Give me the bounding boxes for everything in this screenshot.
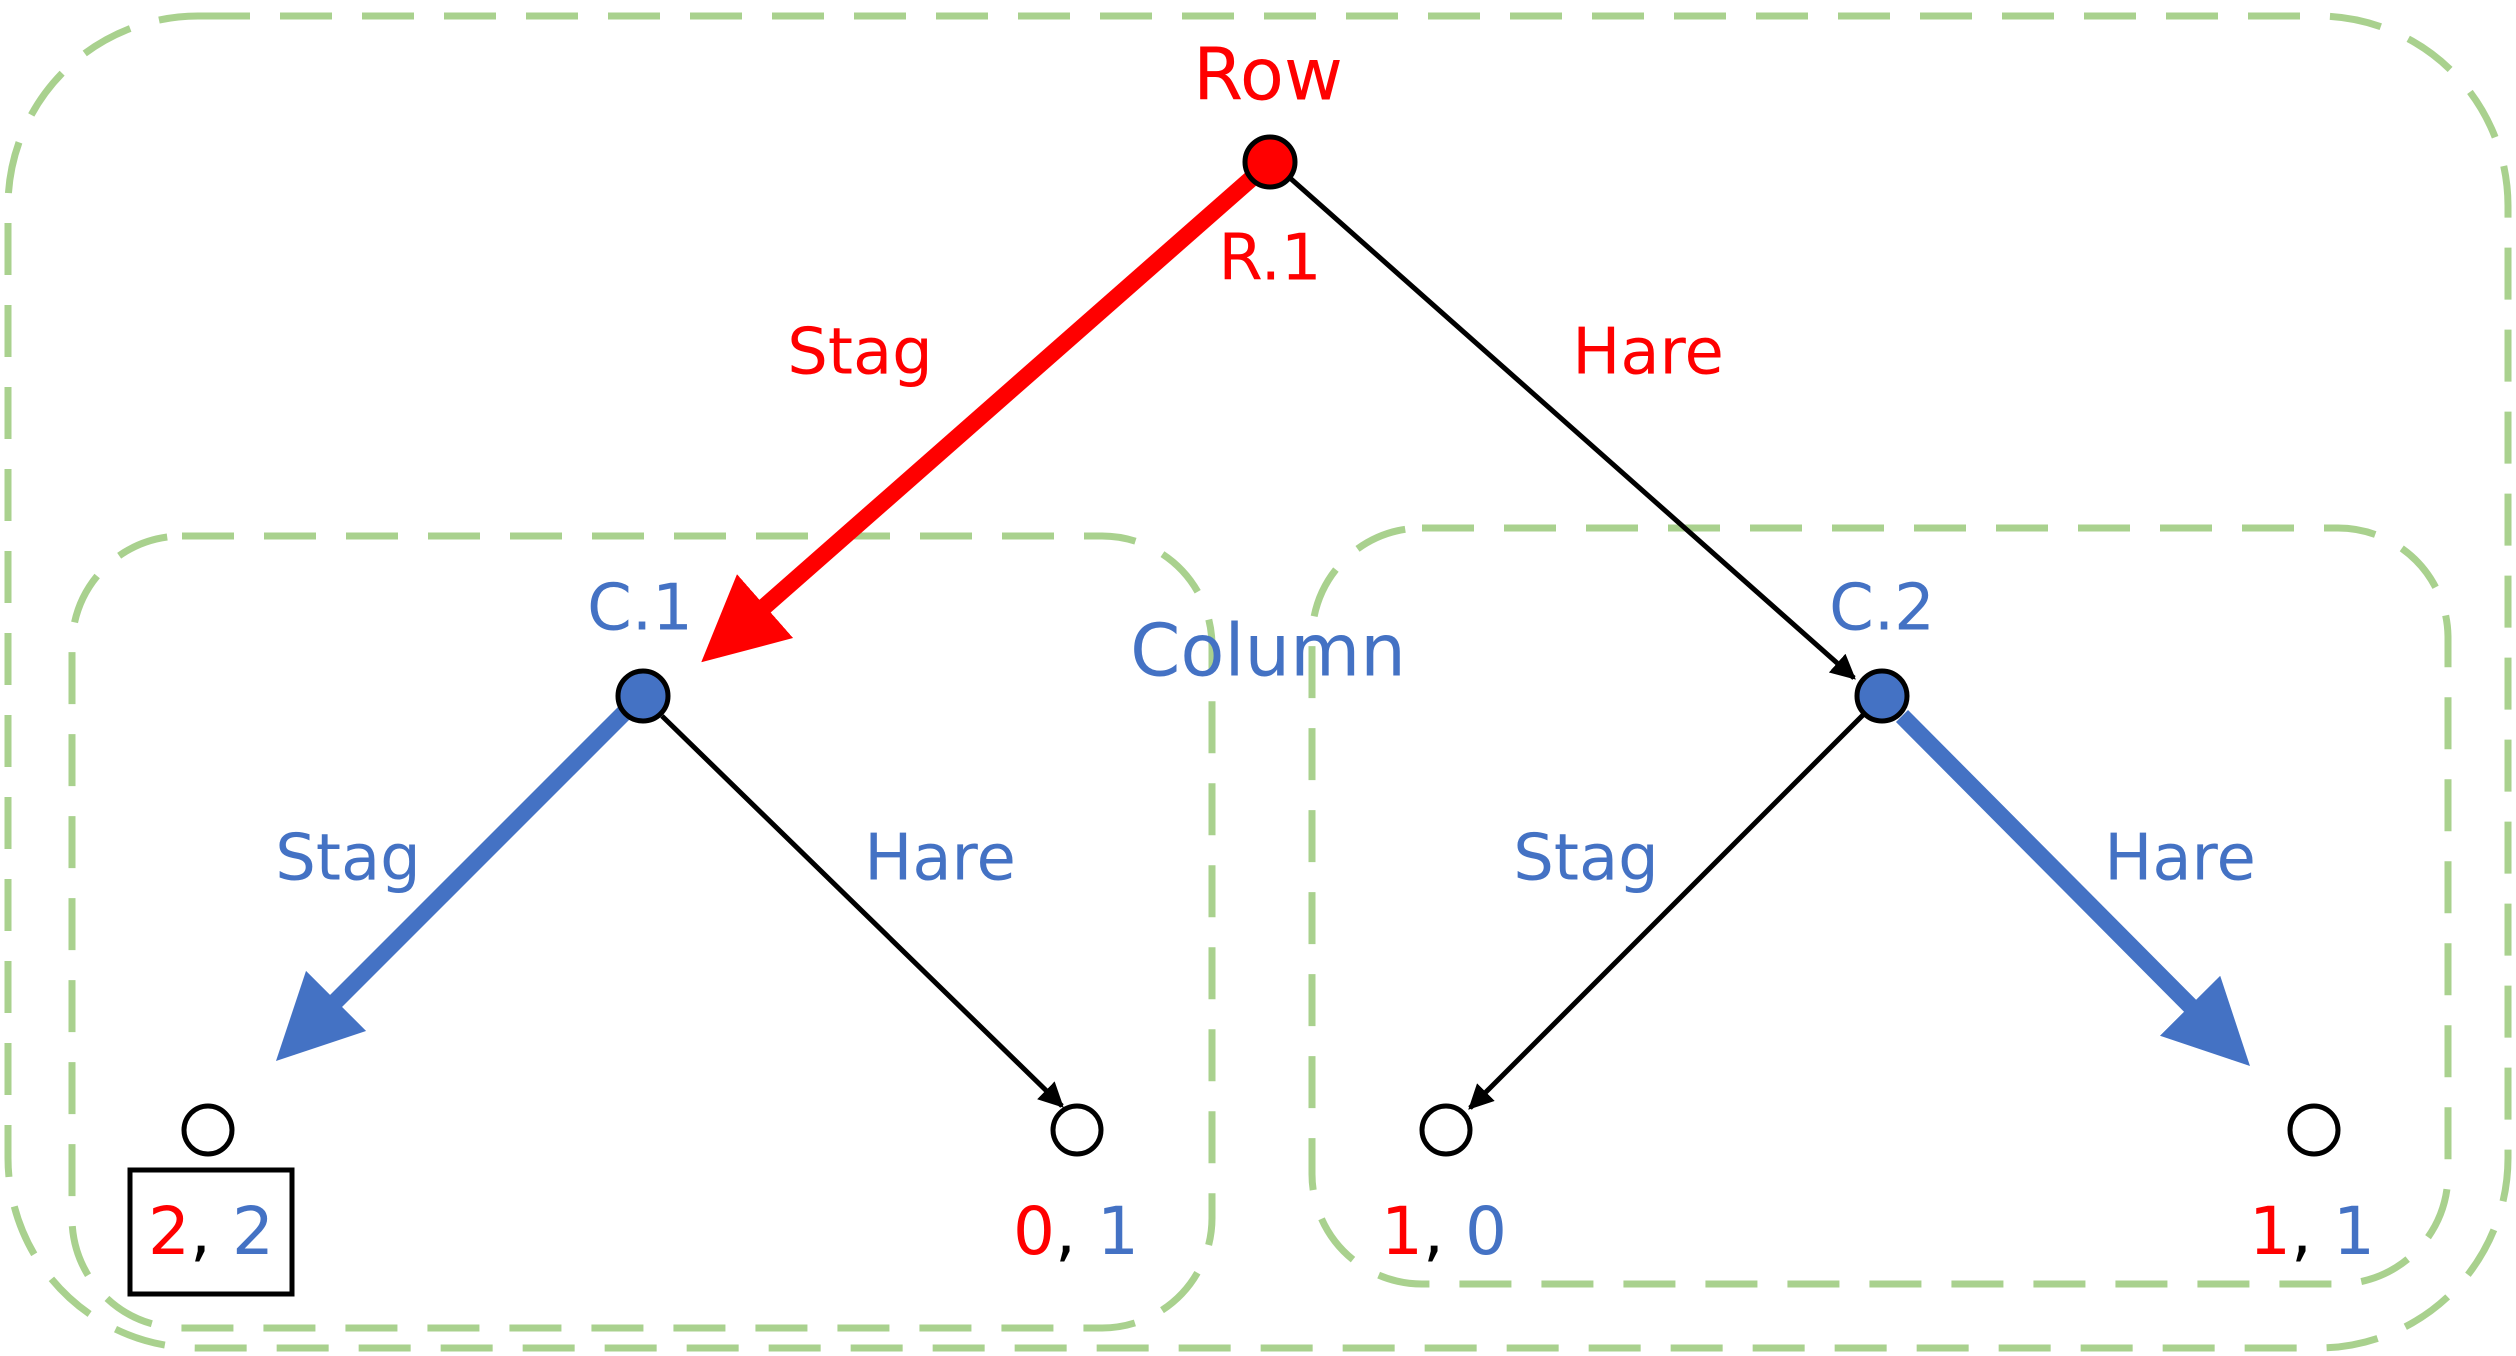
- leaf-node-1: [181, 1103, 235, 1157]
- edge-c1-left-leaf: [275, 705, 632, 1062]
- leaf-node-3: [1419, 1103, 1473, 1157]
- payoff-stag-stag: 2, 2: [148, 1193, 274, 1270]
- payoff-hare-hare: 1, 1: [2249, 1193, 2375, 1270]
- leaf-node-4: [2287, 1103, 2341, 1157]
- player-label-row: Row: [1193, 33, 1343, 117]
- payoff-column-value: 2: [232, 1193, 274, 1270]
- node-root: [1242, 134, 1298, 190]
- edge-label-c1-stag: Stag: [275, 822, 421, 896]
- payoff-column-value: 1: [2333, 1193, 2375, 1270]
- equilibrium-highlight-box: [127, 1167, 295, 1297]
- edge-label-row-hare: Hare: [1572, 316, 1724, 390]
- edge-c2-right-leaf: [1895, 710, 2250, 1067]
- edge-label-c2-hare: Hare: [2104, 822, 2256, 896]
- payoff-separator: ,: [2291, 1193, 2333, 1270]
- edge-root-c2: [1288, 176, 1856, 680]
- edge-c1-right-leaf: [660, 714, 1064, 1108]
- edge-label-c1-hare: Hare: [864, 822, 1016, 896]
- player-label-column: Column: [1130, 609, 1406, 693]
- node-label-c1: C.1: [587, 572, 693, 646]
- right-subgame-box: [1308, 524, 2452, 1288]
- edge-c2-left-leaf: [1468, 712, 1866, 1110]
- edge-root-c1: [701, 171, 1258, 663]
- edge-label-c2-stag: Stag: [1513, 822, 1659, 896]
- leaf-node-2: [1050, 1103, 1104, 1157]
- payoff-separator: ,: [1423, 1193, 1465, 1270]
- payoff-column-value: 1: [1097, 1193, 1139, 1270]
- node-label-root: R.1: [1218, 222, 1321, 296]
- payoff-column-value: 0: [1465, 1193, 1507, 1270]
- payoff-separator: ,: [190, 1193, 232, 1270]
- payoff-row-value: 2: [148, 1193, 190, 1270]
- payoff-row-value: 1: [1381, 1193, 1423, 1270]
- payoff-stag-hare: 0, 1: [1013, 1193, 1139, 1270]
- edge-label-row-stag: Stag: [787, 316, 933, 390]
- payoff-separator: ,: [1055, 1193, 1097, 1270]
- payoff-row-value: 1: [2249, 1193, 2291, 1270]
- outer-subgame-box: [4, 12, 2512, 1352]
- left-subgame-box: [68, 532, 1216, 1332]
- payoff-row-value: 0: [1013, 1193, 1055, 1270]
- payoff-hare-stag: 1, 0: [1381, 1193, 1507, 1270]
- node-c2: [1854, 668, 1910, 724]
- node-c1: [615, 668, 671, 724]
- node-label-c2: C.2: [1829, 572, 1935, 646]
